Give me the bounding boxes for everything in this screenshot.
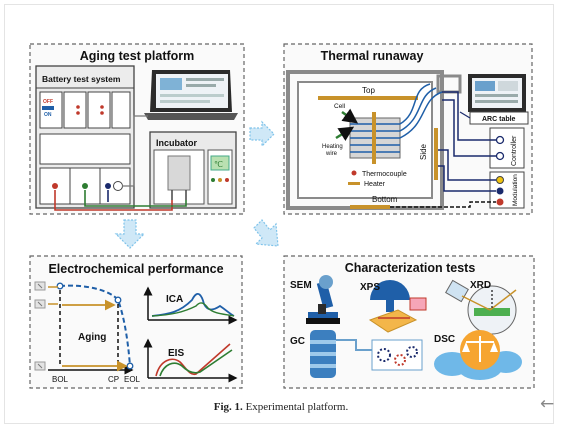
characterization-panel-title: Characterization tests — [345, 261, 476, 275]
aging-panel: Aging test platform Battery test system … — [29, 43, 245, 215]
on-label: ON — [44, 112, 52, 118]
xrd-label: XRD — [470, 280, 491, 291]
off-label: OFF — [43, 99, 53, 105]
bottom-label: Bottom — [372, 195, 398, 204]
aging-curve-chart: Aging BOL CP EOL — [34, 281, 141, 384]
cell-label: Cell — [334, 103, 346, 110]
top-label: Top — [362, 86, 375, 95]
capacity-fade-curve — [59, 284, 131, 367]
figure-frame — [4, 4, 554, 424]
eol-label: EOL — [124, 375, 141, 384]
side-label: Side — [419, 143, 428, 160]
gc-label: GC — [290, 336, 305, 347]
flow-arrow-down — [114, 219, 146, 249]
flow-arrow-right — [249, 120, 275, 148]
thermocouple-legend-icon — [351, 170, 357, 176]
xps-instrument-icon — [368, 280, 427, 333]
back-arrow-icon[interactable]: ← — [540, 394, 555, 414]
thermal-panel: Thermal runaway Top Bottom Side Cell Hea… — [283, 43, 533, 215]
incubator: Incubator ℃ — [149, 131, 237, 209]
dsc-label: DSC — [434, 334, 455, 345]
power-switch — [42, 106, 54, 110]
incubator-temp-display: ℃ — [214, 160, 223, 169]
side-heater — [434, 128, 438, 180]
arc-computer-icon — [468, 74, 529, 125]
battery-test-system-label: Battery test system — [42, 74, 121, 84]
controller-box — [489, 127, 525, 169]
dsc-instrument-icon — [434, 330, 522, 380]
bol-label: BOL — [52, 375, 69, 384]
sem-microscope-icon — [306, 275, 340, 324]
caption-label: Fig. 1. — [213, 401, 243, 413]
xrd-instrument-icon — [445, 279, 517, 335]
incubator-label: Incubator — [156, 138, 197, 148]
eis-label: EIS — [168, 348, 184, 359]
modulation-label: Modulation — [512, 174, 519, 206]
cell-icon — [349, 83, 443, 164]
heater-legend-icon — [348, 182, 360, 185]
aging-label: Aging — [78, 332, 106, 343]
controller-label: Controller — [511, 135, 518, 166]
electro-panel-title: Electrochemical performance — [48, 262, 223, 276]
gc-instrument-icon — [310, 330, 423, 378]
ica-chart: ICA — [143, 286, 238, 325]
electro-panel: Electrochemical performance Aging BOL CP… — [29, 255, 243, 389]
sem-label: SEM — [290, 280, 312, 291]
thermocouple-legend: Thermocouple — [362, 171, 407, 178]
heater-legend: Heater — [364, 181, 386, 188]
xps-label: XPS — [360, 282, 380, 293]
bottom-heater — [350, 205, 390, 209]
figure-diagram: Aging test platform Battery test system … — [29, 43, 535, 389]
heating-wire-label-2: wire — [325, 151, 338, 157]
figure-caption: Fig. 1. Experimental platform. — [0, 401, 562, 413]
caption-text: Experimental platform. — [245, 401, 349, 413]
top-heater — [318, 96, 418, 100]
battery-cell-icon — [167, 155, 191, 191]
characterization-panel: Characterization tests SEM XPS — [283, 255, 535, 389]
laptop-icon — [144, 70, 238, 120]
arc-table-label: ARC table — [482, 116, 516, 123]
eis-chart: EIS — [143, 338, 238, 383]
thermal-panel-title: Thermal runaway — [321, 49, 424, 63]
cp-label: CP — [108, 375, 119, 384]
battery-test-cabinet: Battery test system OFF ON — [35, 65, 135, 209]
heating-wire-label-1: Heating — [322, 144, 343, 150]
ica-label: ICA — [166, 294, 183, 305]
flow-arrow-diagonal — [253, 219, 279, 247]
aging-panel-title: Aging test platform — [80, 49, 195, 63]
